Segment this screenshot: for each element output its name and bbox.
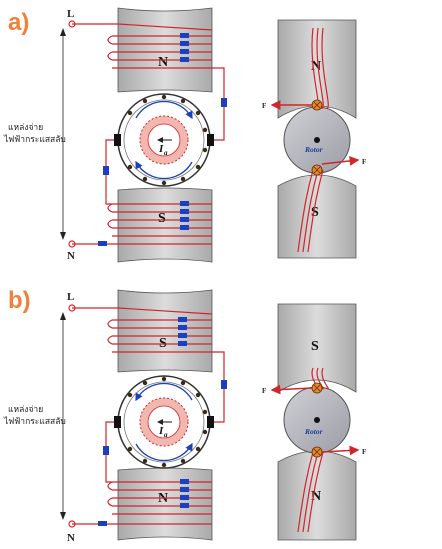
terminal-l-label: L — [67, 291, 74, 303]
armature-current-symbol: I — [158, 143, 164, 155]
panel-a-label: a) — [8, 9, 29, 36]
stator-bottom-pole-label: S — [158, 211, 166, 226]
armature-current-subscript: a — [164, 149, 168, 157]
rotor-label: Rotor — [304, 427, 323, 436]
conductor-top-into-icon — [313, 101, 321, 109]
source-label-line1: แหล่งจ่าย — [8, 122, 43, 132]
armature-current-arc-bottom — [135, 160, 193, 180]
wire-current-marker-right — [221, 380, 227, 389]
force-label-top: F — [262, 387, 266, 395]
source-arrow-up — [60, 312, 66, 320]
armature-current-arc-top — [135, 382, 193, 402]
bottom-coil-current-markers — [98, 201, 189, 246]
panel-b-label: b) — [8, 287, 31, 314]
wire-current-marker-right — [221, 98, 227, 107]
source-label-line2: ไฟฟ้ากระแสสลับ — [3, 416, 66, 426]
armature-current-symbol: I — [158, 425, 164, 437]
force-arrow-bottom — [321, 156, 360, 166]
armature-inner-ring — [123, 99, 205, 181]
rotor-view-top-pole-label: N — [311, 59, 321, 74]
force-label-bottom: F — [362, 158, 366, 166]
force-arrow-top — [270, 384, 313, 395]
source-arrow-down — [60, 512, 66, 520]
conductor-bottom-into-icon — [313, 166, 321, 174]
stator-bottom-pole — [117, 467, 213, 541]
conductor-bottom-into-icon — [313, 448, 321, 456]
armature-current-arc-top — [135, 100, 193, 120]
brush-left — [114, 134, 121, 146]
panel-a: a) L N แหล่งจ่าย ไฟฟ้ากระแสสลับ N S — [3, 7, 366, 263]
top-coil — [72, 307, 213, 353]
source-arrow-down — [60, 232, 66, 240]
rotor-shaft — [314, 137, 320, 143]
armature-current-arc-bottom — [135, 442, 193, 462]
panel-b: b) L N แหล่งจ่าย ไฟฟ้ากระแสสลับ S N — [3, 287, 366, 544]
source-arrow-up — [60, 28, 66, 36]
armature-slots — [127, 94, 208, 186]
terminal-l-label: L — [67, 8, 74, 20]
force-label-bottom: F — [362, 448, 366, 456]
armature-current-subscript: a — [164, 431, 168, 439]
bottom-coil — [72, 203, 212, 245]
top-coil-current-markers — [178, 317, 187, 346]
rotor-view-bottom-pole-label: S — [311, 205, 319, 220]
top-coil — [72, 23, 213, 69]
conductor-top-into-icon — [313, 384, 321, 392]
stator-top-pole-label: N — [158, 55, 168, 70]
rotor-view-bottom-pole-label: N — [311, 489, 321, 504]
rotor-view-bottom-pole — [277, 174, 357, 259]
wire-current-marker-left — [103, 446, 109, 455]
armature-slots — [127, 376, 208, 468]
stator-top-pole — [117, 7, 213, 93]
source-label-line2: ไฟฟ้ากระแสสลับ — [3, 134, 66, 144]
force-label-top: F — [262, 102, 266, 110]
bottom-coil-current-markers — [98, 479, 189, 526]
brush-right — [207, 416, 214, 428]
bottom-coil — [72, 481, 212, 525]
wire-current-marker-left — [103, 166, 109, 175]
brush-left — [114, 416, 121, 428]
source-label-line1: แหล่งจ่าย — [8, 404, 43, 414]
top-coil-current-markers — [180, 33, 189, 62]
terminal-n-label: N — [67, 532, 75, 544]
rotor-shaft — [314, 417, 320, 423]
brush-right — [207, 134, 214, 146]
stator-top-pole — [117, 289, 213, 373]
force-arrow-bottom — [321, 445, 360, 456]
rotor-conductor-loop — [297, 27, 329, 253]
armature-inner-ring — [123, 381, 205, 463]
rotor-view-top-pole-label: S — [311, 339, 319, 354]
terminal-n-label: N — [67, 250, 75, 262]
rotor-label: Rotor — [304, 145, 323, 154]
